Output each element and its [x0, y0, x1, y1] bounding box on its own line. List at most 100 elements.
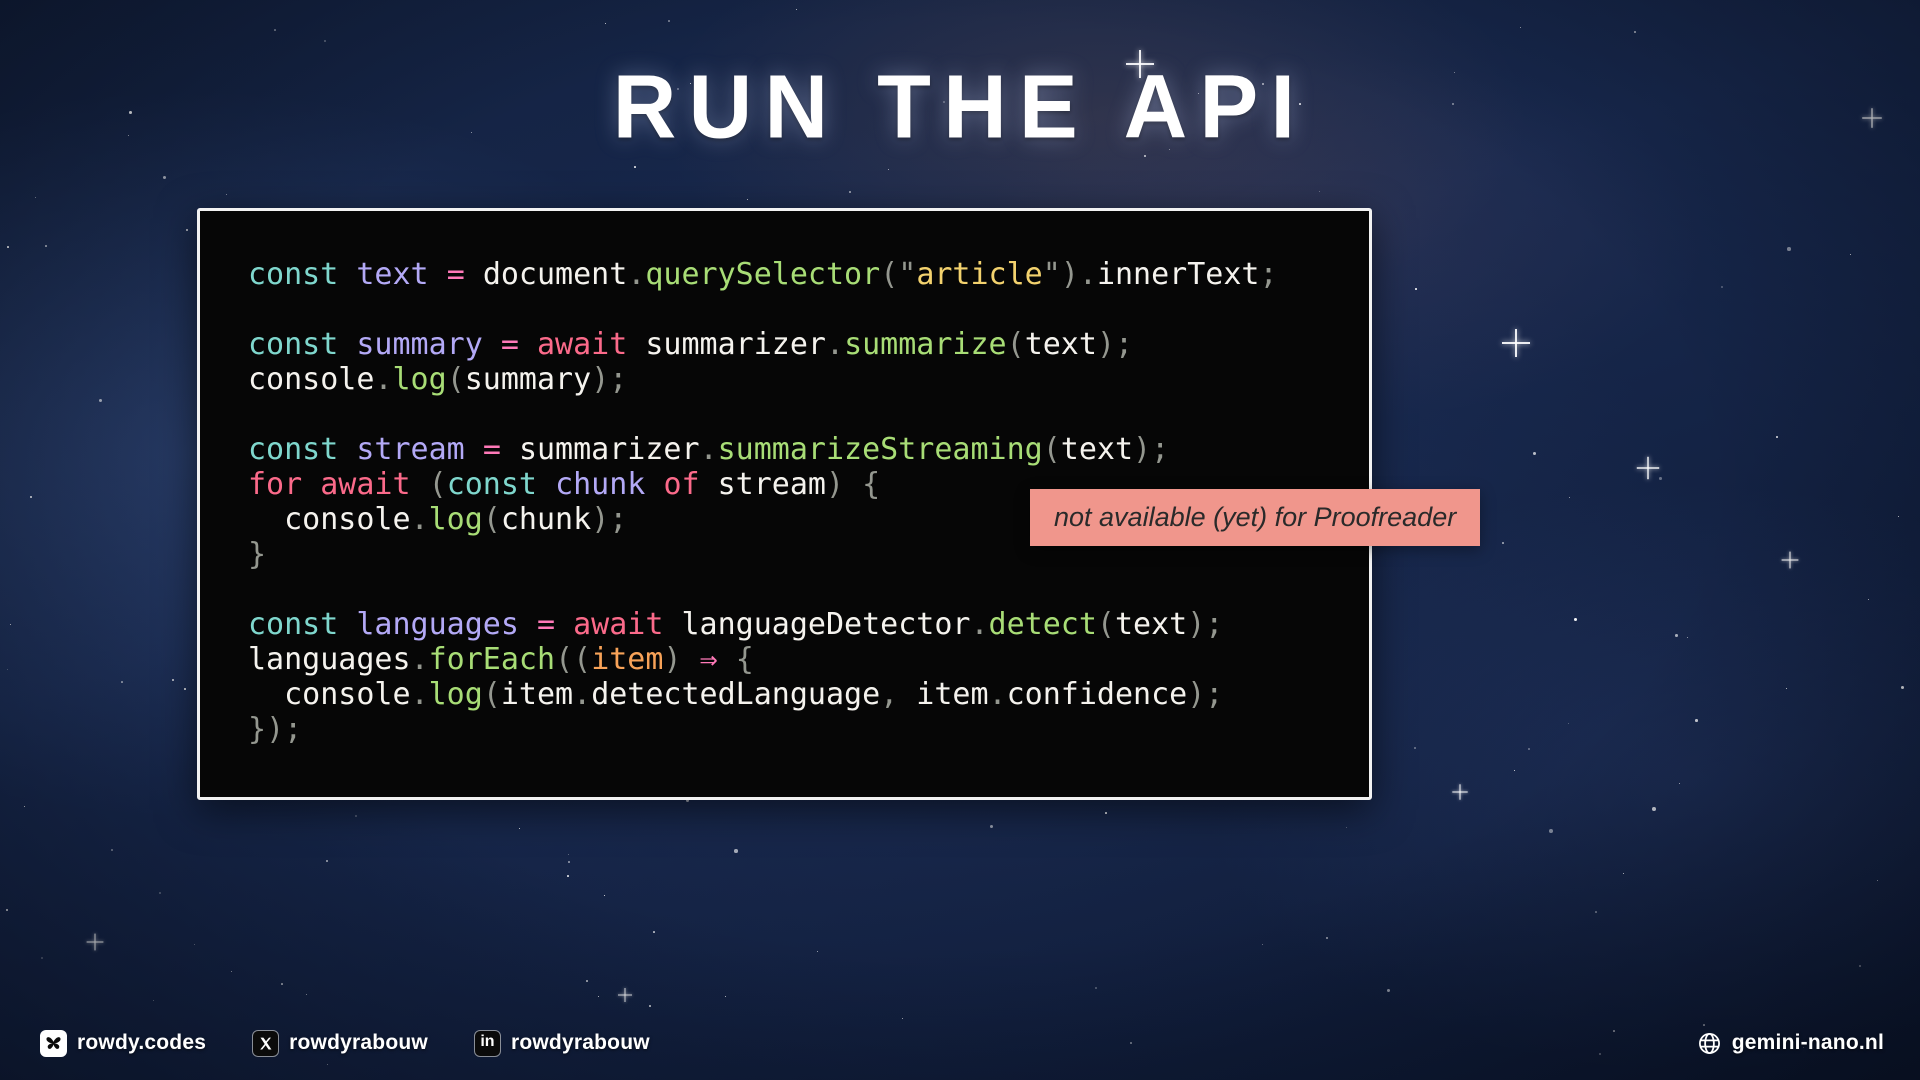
footer-item-x: rowdyrabouw [252, 1029, 428, 1057]
code-token: ( [482, 677, 501, 712]
code-token: forEach [428, 642, 556, 677]
star [634, 166, 636, 168]
star [1262, 944, 1264, 946]
code-token: . [410, 642, 429, 677]
code-token: languages [356, 607, 519, 642]
code-token: summarize [844, 327, 1007, 362]
code-token: " [898, 257, 917, 292]
code-token: , [880, 677, 899, 712]
code-token [700, 467, 718, 502]
code-token: = [537, 607, 556, 642]
footer-item-site: gemini-nano.nl [1697, 1031, 1884, 1056]
code-token: log [428, 677, 483, 712]
code-token: detectedLanguage [591, 677, 881, 712]
code-token: } [248, 712, 267, 747]
code-token [682, 642, 700, 677]
footer-label-x: rowdyrabouw [289, 1031, 428, 1054]
star [111, 849, 114, 852]
code-token: . [988, 677, 1007, 712]
star [1859, 965, 1861, 967]
code-token: item [500, 677, 574, 712]
x-icon [252, 1029, 280, 1057]
code-token: detect [988, 607, 1097, 642]
star [568, 854, 569, 855]
code-token: of [663, 467, 700, 502]
code-token: . [1078, 257, 1097, 292]
star [355, 815, 358, 818]
code-token: await [320, 467, 411, 502]
star [567, 875, 569, 877]
page-title: RUN THE API [612, 56, 1308, 157]
star [172, 679, 175, 682]
code-token [844, 467, 862, 502]
code-token: summarizer [645, 327, 826, 362]
star [41, 957, 43, 959]
code-token: ) [1133, 432, 1152, 467]
code-token: article [916, 257, 1043, 292]
star [1877, 880, 1879, 882]
code-token: ( [1096, 607, 1115, 642]
star [568, 861, 570, 863]
code-token: . [410, 677, 429, 712]
star [281, 983, 283, 985]
star [888, 169, 889, 170]
star [1568, 723, 1569, 724]
code-token [248, 502, 284, 537]
code-token: summary [356, 327, 483, 362]
code-token: summarizeStreaming [717, 432, 1043, 467]
code-token: { [862, 467, 881, 502]
code-token: ) [1187, 607, 1206, 642]
star [1574, 618, 1577, 621]
code-token: console [248, 362, 375, 397]
star [1319, 191, 1320, 192]
star [7, 669, 9, 671]
code-token: summary [464, 362, 592, 397]
code-token: text [1024, 327, 1097, 362]
star [1514, 770, 1515, 771]
code-token [302, 467, 320, 502]
linkedin-icon: in [473, 1029, 501, 1057]
star [1415, 288, 1417, 290]
code-token: querySelector [645, 257, 881, 292]
footer-label-site: gemini-nano.nl [1731, 1031, 1884, 1054]
star [1549, 829, 1553, 833]
code-panel: const text = document.querySelector("art… [197, 208, 1372, 800]
code-line: const languages = await languageDetector… [248, 607, 1369, 642]
code-token [338, 327, 356, 362]
code-token: ( [880, 257, 899, 292]
code-token: ; [284, 712, 303, 747]
code-token: await [573, 607, 664, 642]
star [604, 895, 606, 897]
code-token: . [410, 502, 429, 537]
star [1898, 516, 1899, 517]
code-token [465, 432, 483, 467]
code-token [627, 327, 645, 362]
code-token: ( [573, 642, 592, 677]
star [668, 20, 670, 22]
code-line [248, 572, 1369, 607]
star [6, 909, 9, 912]
code-token: log [392, 362, 447, 397]
code-token [429, 257, 447, 292]
star [1095, 987, 1097, 989]
code-token: } [248, 537, 267, 572]
code-token: ; [609, 502, 628, 537]
star [598, 996, 599, 997]
star [1346, 827, 1348, 829]
star [1105, 812, 1107, 814]
code-line [248, 397, 1369, 432]
footer-item-linkedin: in rowdyrabouw [473, 1029, 650, 1057]
star [1520, 27, 1521, 28]
star [1623, 873, 1624, 874]
star [1326, 937, 1328, 939]
code-token [411, 467, 429, 502]
code-token: text [356, 257, 429, 292]
star [10, 624, 11, 625]
code-token: { [735, 642, 754, 677]
star [327, 1064, 328, 1065]
code-token: ; [1205, 607, 1224, 642]
star [184, 688, 186, 690]
code-token: chunk [555, 467, 646, 502]
code-line: console.log(summary); [248, 362, 1369, 397]
code-token: const [446, 467, 537, 502]
